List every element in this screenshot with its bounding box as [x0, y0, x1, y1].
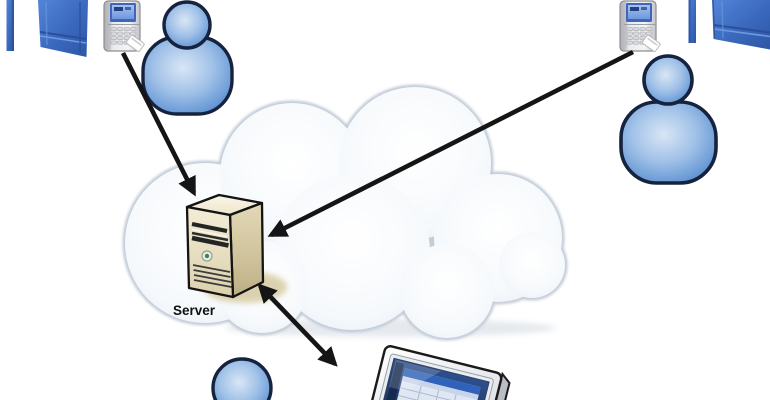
person-icon-bottom — [211, 357, 273, 400]
cloud-shape — [122, 84, 568, 341]
door-icon-left — [6, 0, 88, 57]
server-label: Server — [173, 303, 216, 318]
door-icon-right — [688, 0, 770, 50]
server-front-details — [191, 222, 232, 288]
arrow-server-to-workstation — [257, 283, 338, 367]
server-icon: Server — [173, 193, 287, 318]
monitor-screen-window — [379, 361, 481, 400]
card-reader-icon-left — [103, 0, 146, 53]
connection-arrows — [120, 49, 635, 367]
arrow-right-reader-to-server — [267, 49, 635, 238]
arrow-left-reader-to-server — [120, 51, 197, 197]
person-icon-left — [141, 0, 234, 116]
card-reader-icon-right — [619, 0, 662, 53]
monitor-icon — [362, 345, 511, 400]
person-icon-right — [619, 54, 718, 185]
